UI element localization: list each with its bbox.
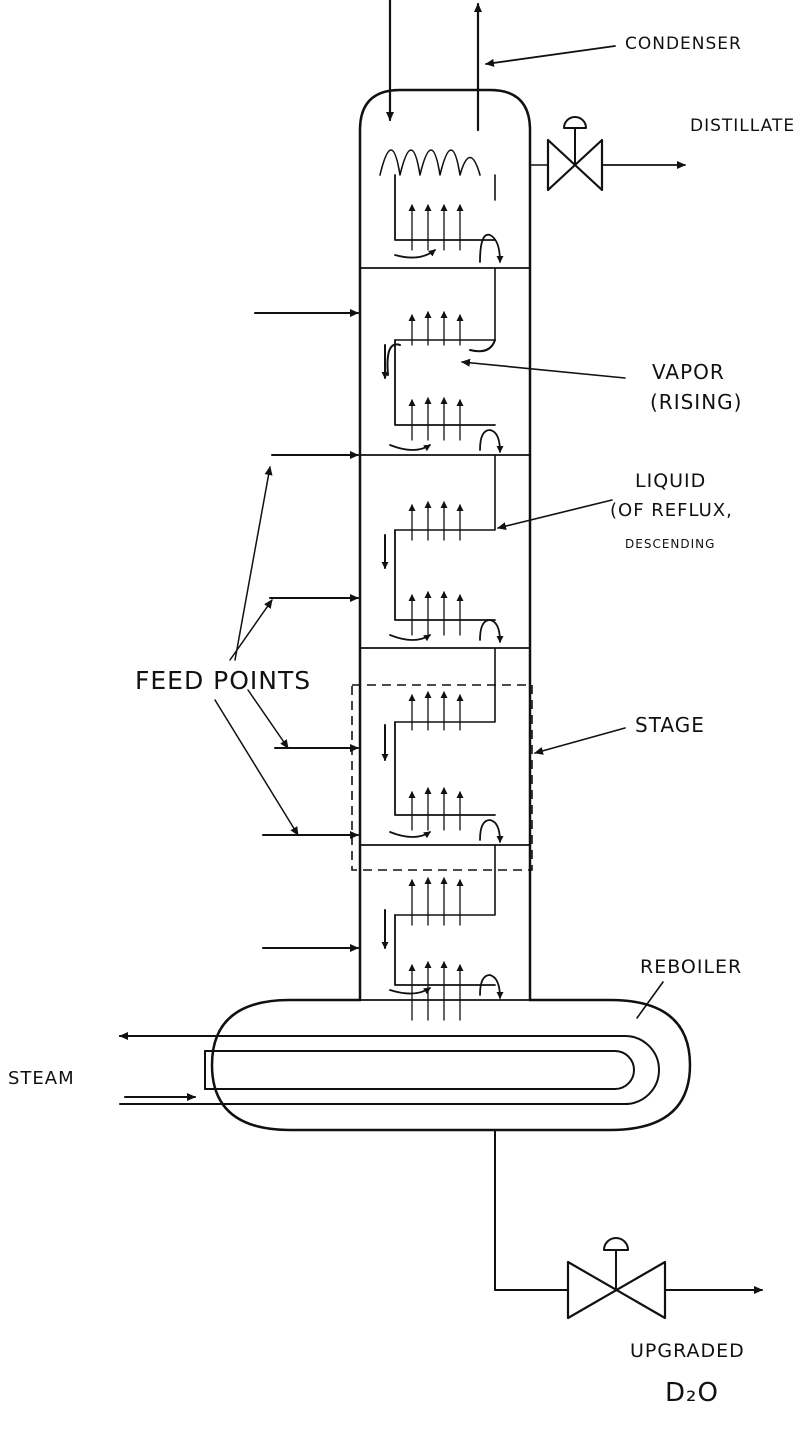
- stage-box: [351, 684, 533, 871]
- steam-tube-bundle: [119, 1032, 660, 1105]
- vapor-rising-label: (RISING): [650, 390, 743, 414]
- tray-pattern-4: [381, 647, 504, 843]
- liquid-descending-label: DESCENDING: [625, 537, 716, 551]
- stage-leader: [534, 727, 626, 755]
- feed-points-label: FEED POINTS: [135, 666, 312, 695]
- liquid-reflux-label: (OF REFLUX,: [610, 500, 733, 521]
- column-shell: [358, 88, 532, 1002]
- vapor-label: VAPOR: [652, 360, 725, 384]
- reboiler-leader: [636, 981, 664, 1019]
- liquid-leader: [497, 499, 613, 530]
- vapor-leader: [461, 358, 626, 379]
- condenser-label: CONDENSER: [625, 34, 742, 54]
- upgraded-label: UPGRADED: [630, 1340, 745, 1362]
- product-valve: [494, 1129, 763, 1320]
- stage-label: STAGE: [635, 713, 705, 737]
- tray-pattern-1: [394, 174, 504, 263]
- distillate-label: DISTILLATE: [690, 116, 796, 136]
- tray-pattern-5: [381, 844, 504, 1021]
- tray-pattern-3: [381, 454, 504, 643]
- liquid-label: LIQUID: [635, 470, 707, 492]
- steam-label: STEAM: [8, 1068, 75, 1089]
- condenser-lines: [379, 0, 616, 176]
- feed-lines: [254, 309, 359, 952]
- reboiler-label: REBOILER: [640, 956, 743, 978]
- feed-points-leaders: [214, 466, 299, 836]
- tray-plates: [359, 267, 531, 1001]
- distillate-valve: [529, 116, 686, 192]
- reboiler-vessel: [210, 998, 692, 1132]
- d2o-label: D₂O: [665, 1378, 719, 1408]
- tray-pattern-2: [381, 267, 504, 453]
